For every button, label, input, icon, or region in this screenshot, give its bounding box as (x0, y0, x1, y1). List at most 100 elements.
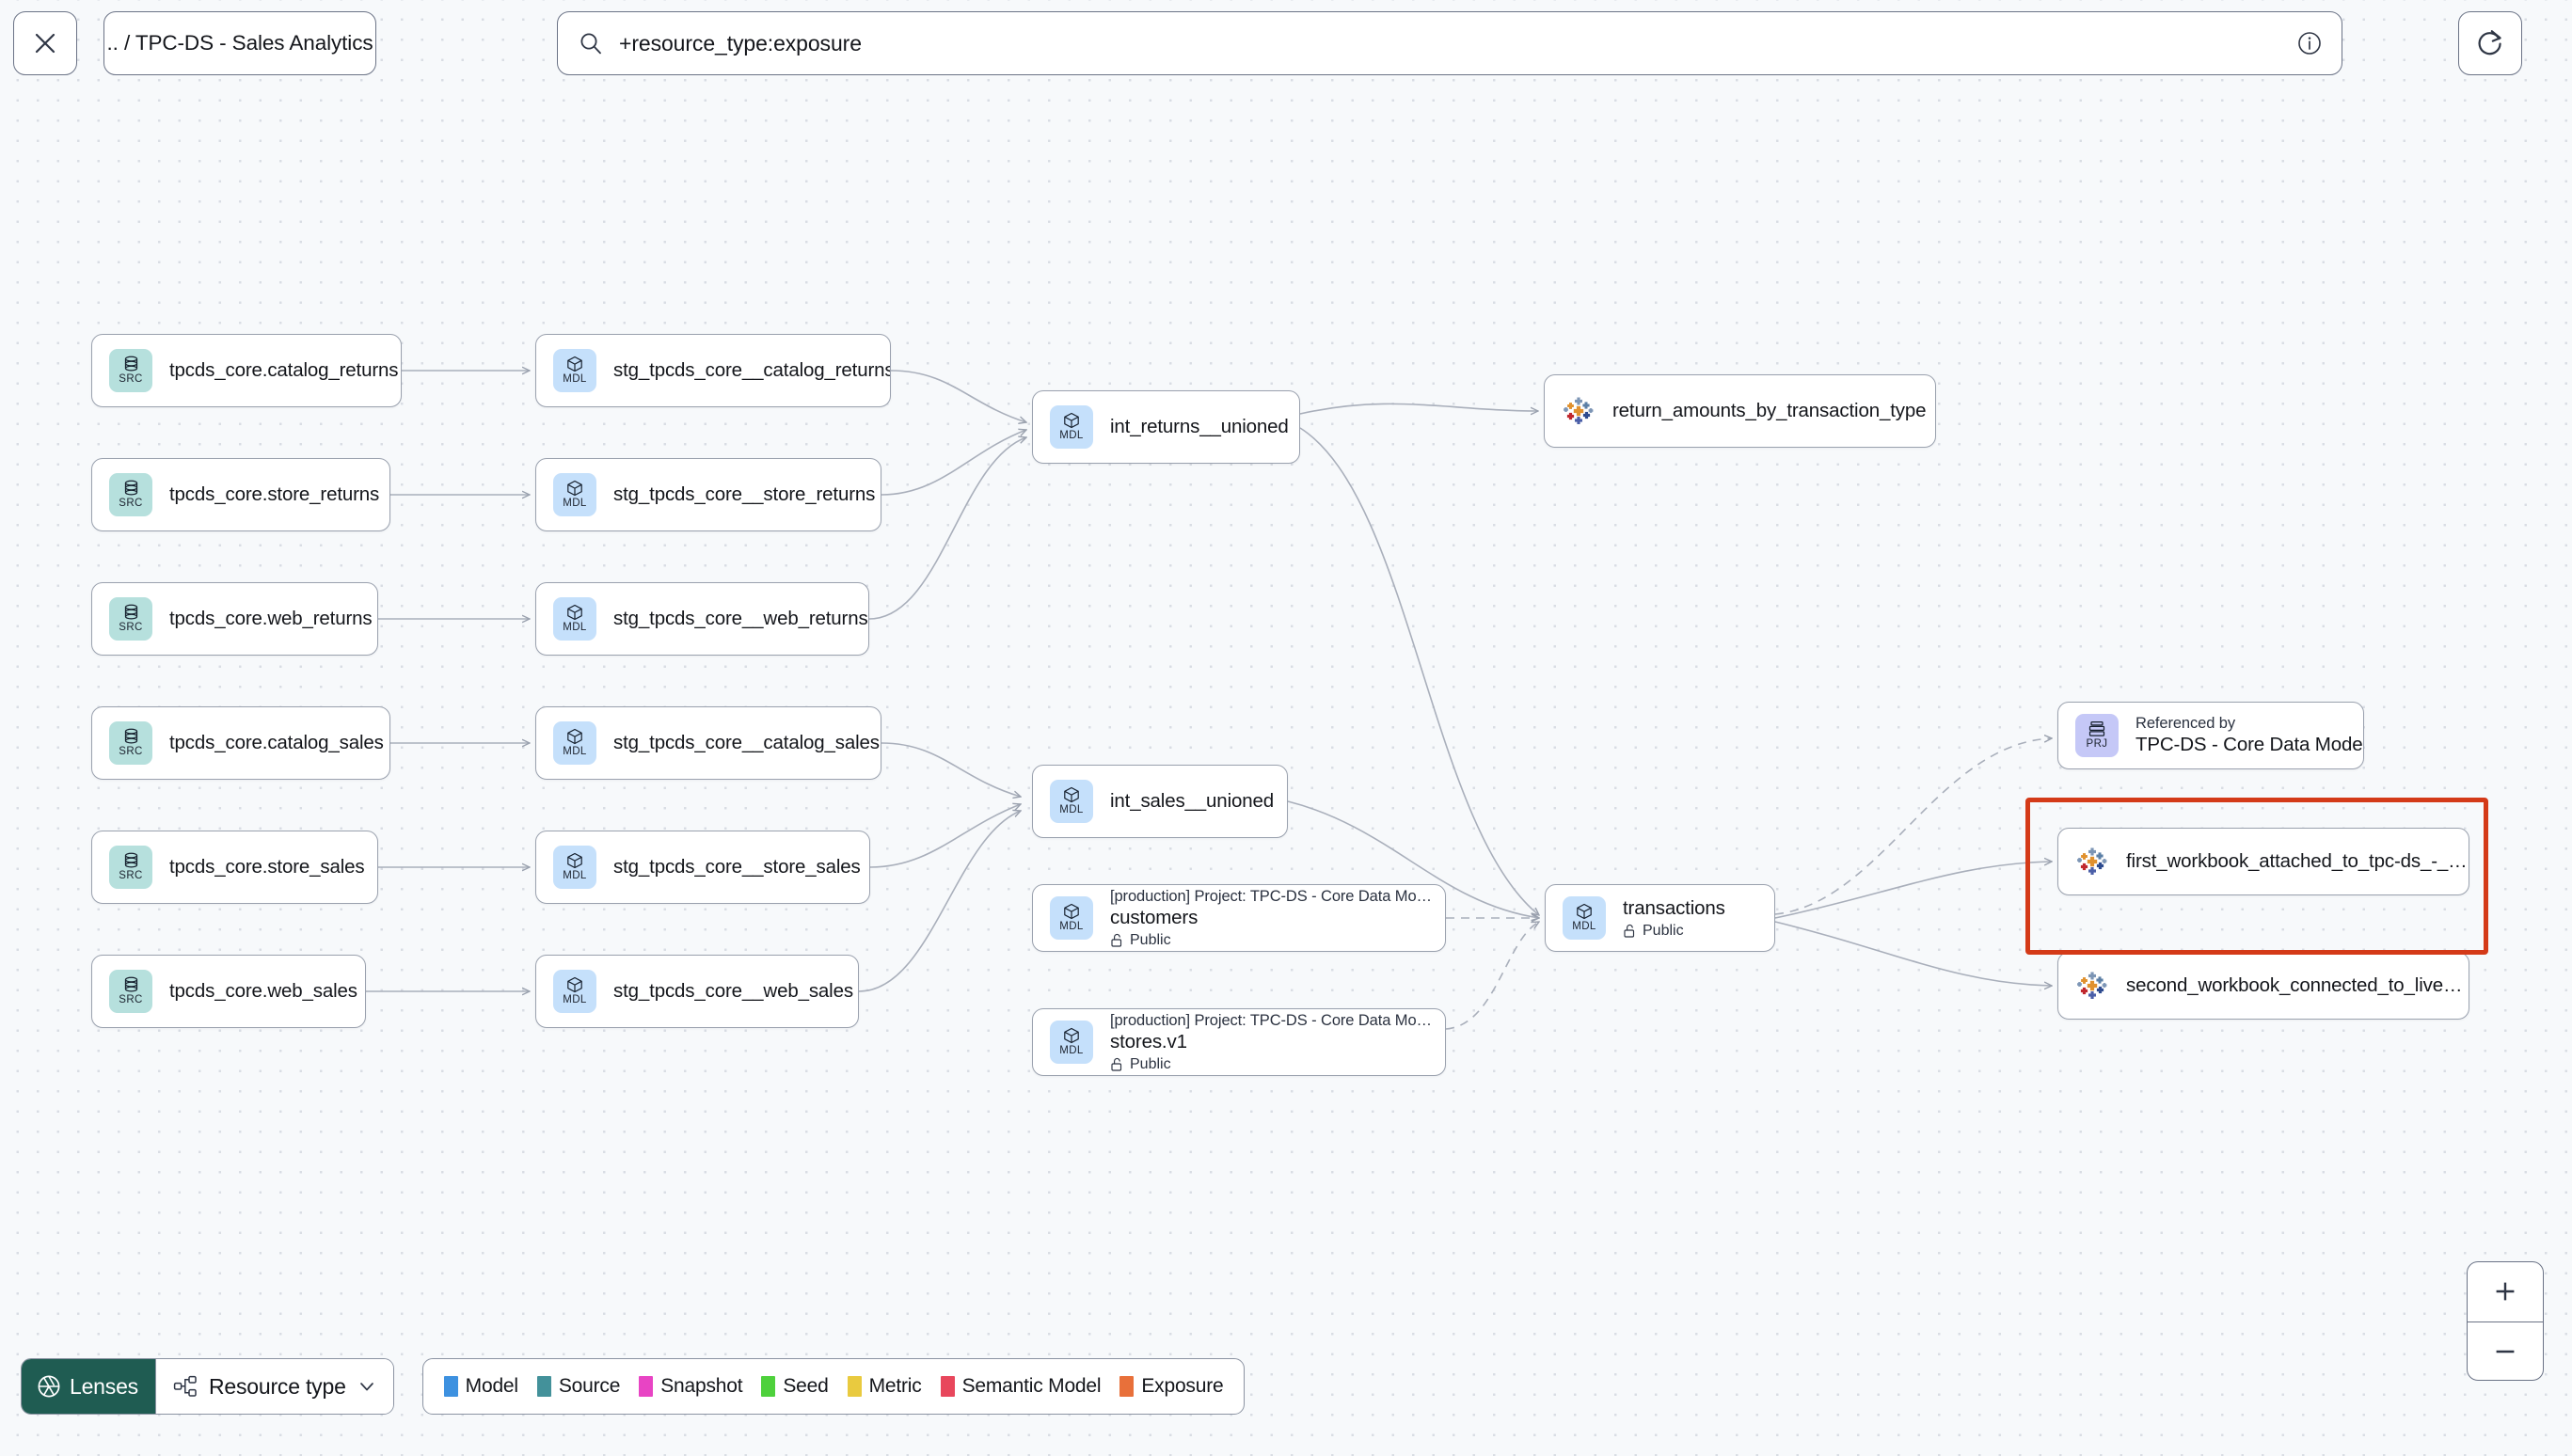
legend-swatch (639, 1376, 654, 1397)
node-title: int_sales__unioned (1110, 790, 1274, 812)
zoom-controls (2467, 1261, 2544, 1381)
node-body: [production] Project: TPC-DS - Core Data… (1110, 1012, 1432, 1073)
graph-node-int-returns-unioned[interactable]: MDL int_returns__unioned (1032, 390, 1300, 464)
plus-icon (2496, 1282, 2515, 1301)
node-type-badge-mdl: MDL (553, 473, 596, 516)
graph-node-src-catalog-returns[interactable]: SRC tpcds_core.catalog_returns (91, 334, 402, 407)
cube-icon (567, 729, 582, 745)
legend-swatch (443, 1376, 458, 1397)
legend-item-semantic-model[interactable]: Semantic Model (940, 1375, 1102, 1398)
resource-type-dropdown[interactable]: Resource type (154, 1359, 393, 1414)
refresh-button[interactable] (2458, 11, 2522, 75)
refresh-icon (2478, 30, 2501, 55)
node-title: return_amounts_by_transaction_type (1612, 400, 1927, 421)
legend-swatch (761, 1376, 776, 1397)
node-title: tpcds_core.catalog_sales (169, 732, 384, 753)
legend-item-snapshot[interactable]: Snapshot (639, 1375, 743, 1398)
node-type-badge-mdl: MDL (1563, 896, 1606, 940)
cube-icon (1064, 1028, 1079, 1044)
legend-item-exposure[interactable]: Exposure (1119, 1375, 1224, 1398)
node-type-badge-src: SRC (109, 721, 152, 765)
lenses-button[interactable]: Lenses (22, 1359, 155, 1414)
legend-label: Semantic Model (961, 1375, 1102, 1397)
node-title: stg_tpcds_core__web_sales (613, 980, 853, 1002)
info-icon[interactable] (2296, 30, 2323, 56)
node-body: first_workbook_attached_to_tpc-ds_-_… (2126, 850, 2468, 873)
graph-node-customers[interactable]: MDL[production] Project: TPC-DS - Core D… (1032, 884, 1446, 952)
search-bar[interactable]: +resource_type:exposure (557, 11, 2342, 75)
legend-swatch (940, 1376, 955, 1397)
node-type-badge-src: SRC (109, 597, 152, 641)
zoom-out-button[interactable] (2468, 1322, 2543, 1381)
zoom-in-button[interactable] (2468, 1262, 2543, 1322)
legend-label: Exposure (1141, 1375, 1224, 1397)
node-body: stg_tpcds_core__catalog_returns (613, 359, 890, 382)
graph-node-return-amounts[interactable]: return_amounts_by_transaction_type (1544, 374, 1936, 448)
node-body: int_returns__unioned (1110, 416, 1289, 438)
node-title: second_workbook_connected_to_live… (2126, 974, 2463, 996)
node-body: tpcds_core.catalog_sales (169, 732, 384, 754)
node-title: tpcds_core.web_sales (169, 980, 357, 1002)
lens-group: Lenses Resource type (21, 1358, 394, 1415)
node-body: tpcds_core.catalog_returns (169, 359, 398, 382)
node-type-badge-mdl: MDL (1050, 1021, 1093, 1064)
database-icon (124, 852, 137, 868)
cube-icon (567, 977, 582, 993)
cube-icon (567, 605, 582, 621)
node-type-badge-mdl: MDL (1050, 405, 1093, 449)
node-body: tpcds_core.store_sales (169, 856, 365, 878)
node-type-badge-mdl: MDL (553, 349, 596, 392)
top-toolbar: .. / TPC-DS - Sales Analytics +resource_… (0, 0, 2572, 110)
search-icon (580, 33, 601, 55)
legend-item-source[interactable]: Source (536, 1375, 620, 1398)
node-title: stg_tpcds_core__store_returns (613, 483, 876, 505)
node-title: first_workbook_attached_to_tpc-ds_-_… (2126, 850, 2468, 872)
database-icon (124, 976, 137, 992)
close-button[interactable] (13, 11, 77, 75)
graph-node-src-store-returns[interactable]: SRC tpcds_core.store_returns (91, 458, 390, 531)
legend-item-seed[interactable]: Seed (761, 1375, 829, 1398)
node-title: transactions (1623, 896, 1725, 919)
legend-item-model[interactable]: Model (443, 1375, 518, 1398)
legend-label: Snapshot (660, 1375, 743, 1397)
graph-node-src-catalog-sales[interactable]: SRC tpcds_core.catalog_sales (91, 706, 390, 780)
breadcrumb[interactable]: .. / TPC-DS - Sales Analytics (103, 11, 376, 75)
graph-node-stg-web-sales[interactable]: MDL stg_tpcds_core__web_sales (535, 955, 859, 1028)
graph-node-stores-v1[interactable]: MDL [production] Project: TPC-DS - Core D… (1032, 1008, 1446, 1076)
graph-node-first-workbook[interactable]: first_workbook_attached_to_tpc-ds_-_… (2057, 828, 2469, 895)
node-type-badge-src: SRC (109, 473, 152, 516)
lenses-label: Lenses (70, 1373, 138, 1399)
cube-icon (1064, 904, 1079, 920)
node-subtitle: [production] Project: TPC-DS - Core Data… (1110, 887, 1432, 905)
graph-node-second-workbook[interactable]: second_workbook_connected_to_live… (2057, 952, 2469, 1020)
search-input[interactable]: +resource_type:exposure (619, 30, 862, 55)
aperture-icon (38, 1375, 60, 1398)
legend-item-metric[interactable]: Metric (847, 1375, 922, 1398)
node-type-badge-mdl: MDL (553, 970, 596, 1013)
graph-node-stg-store-returns[interactable]: MDL stg_tpcds_core__store_returns (535, 458, 881, 531)
node-body: stg_tpcds_core__catalog_sales (613, 732, 880, 754)
node-type-badge-src: SRC (109, 349, 152, 392)
resource-type-label: Resource type (208, 1373, 346, 1399)
node-body: tpcds_core.store_returns (169, 483, 379, 506)
legend-swatch (536, 1376, 551, 1397)
node-title: stg_tpcds_core__web_returns (613, 608, 868, 629)
graph-node-stg-catalog-returns[interactable]: MDL stg_tpcds_core__catalog_returns (535, 334, 891, 407)
node-title: stg_tpcds_core__store_sales (613, 856, 861, 878)
legend-label: Seed (783, 1375, 829, 1397)
cube-icon (1577, 904, 1592, 920)
tableau-icon (2077, 972, 2107, 999)
node-title: customers (1110, 906, 1199, 928)
node-title: tpcds_core.catalog_returns (169, 359, 399, 381)
legend-swatch (847, 1376, 862, 1397)
